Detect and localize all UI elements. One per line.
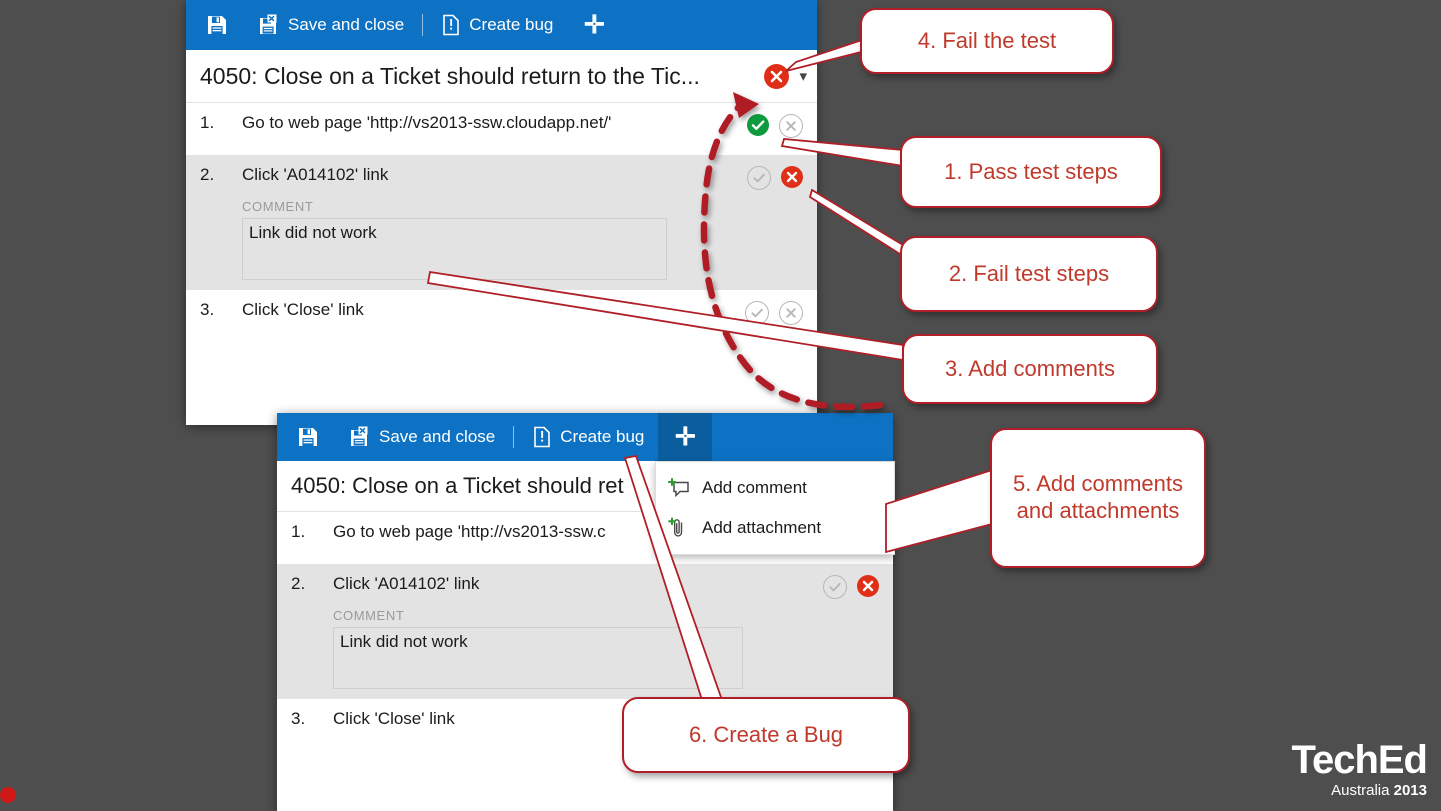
step-number: 2. bbox=[291, 574, 306, 593]
brand-subtitle: Australia 2013 bbox=[1291, 780, 1427, 801]
comment-label: COMMENT bbox=[242, 199, 314, 214]
floppy-close-icon bbox=[349, 426, 371, 448]
callout-text: 1. Pass test steps bbox=[944, 158, 1118, 184]
step-number: 1. bbox=[291, 522, 306, 541]
comment-input[interactable]: Link did not work bbox=[242, 218, 667, 280]
callout-text: 3. Add comments bbox=[945, 355, 1115, 381]
add-dropdown-menu: Add comment Add attachment bbox=[655, 461, 895, 555]
test-step-row[interactable]: 2. Click 'A014102' link COMMENT Link did… bbox=[186, 155, 817, 290]
test-step-row[interactable]: 1. Go to web page 'http://vs2013-ssw.clo… bbox=[186, 103, 817, 155]
leader-line-callout-2 bbox=[808, 188, 904, 258]
save-and-close-label: Save and close bbox=[379, 427, 496, 446]
steps-list-empty-area bbox=[186, 342, 817, 392]
add-comment-icon bbox=[667, 477, 690, 499]
leader-line-callout-5 bbox=[885, 468, 993, 554]
bug-document-icon bbox=[441, 14, 461, 36]
save-button[interactable] bbox=[277, 413, 335, 461]
create-bug-button[interactable]: Create bug bbox=[427, 0, 567, 50]
callout-text: 2. Fail test steps bbox=[948, 260, 1110, 286]
callout-fail-the-test: 4. Fail the test bbox=[860, 8, 1114, 74]
test-step-row[interactable]: 2. Click 'A014102' link COMMENT Link did… bbox=[277, 564, 893, 699]
page-title: 4050: Close on a Ticket should ret bbox=[291, 473, 624, 498]
test-runner-window-2: Save and close Create bug ✛ 4050: Close … bbox=[277, 413, 895, 811]
menu-item-add-comment[interactable]: Add comment bbox=[656, 468, 894, 508]
floppy-disk-icon bbox=[297, 426, 319, 448]
bug-document-icon bbox=[532, 426, 552, 448]
brand-name: TechEd bbox=[1291, 738, 1428, 782]
pass-step-button[interactable] bbox=[745, 301, 769, 325]
step-text: Go to web page 'http://vs2013-ssw.c bbox=[333, 522, 606, 541]
page-title: 4050: Close on a Ticket should return to… bbox=[200, 62, 700, 89]
step-number: 3. bbox=[291, 709, 306, 728]
step-text: Go to web page 'http://vs2013-ssw.clouda… bbox=[242, 113, 612, 132]
corner-red-dot bbox=[0, 787, 16, 803]
test-step-row[interactable]: 1. Go to web page 'http://vs2013-ssw.c bbox=[277, 512, 893, 564]
add-attachment-icon bbox=[668, 517, 690, 539]
callout-create-a-bug: 6. Create a Bug bbox=[622, 697, 910, 773]
brand-location: Australia bbox=[1331, 782, 1390, 799]
callout-add-comments-and-attachments: 5. Add comments and attachments bbox=[990, 428, 1206, 568]
floppy-disk-icon bbox=[206, 14, 228, 36]
save-button[interactable] bbox=[186, 0, 244, 50]
toolbar-separator bbox=[513, 426, 515, 448]
window1-toolbar: Save and close Create bug ✛ bbox=[186, 0, 817, 50]
test-runner-window-1: Save and close Create bug ✛ 4050: Close … bbox=[186, 0, 817, 425]
window2-toolbar: Save and close Create bug ✛ bbox=[277, 413, 893, 461]
add-menu-button[interactable]: ✛ bbox=[583, 11, 605, 39]
fail-step-button[interactable] bbox=[857, 575, 879, 597]
create-bug-label: Create bug bbox=[469, 15, 554, 34]
title-status-icons: ▾ bbox=[764, 63, 817, 89]
brand-year: 2013 bbox=[1393, 782, 1427, 799]
toolbar-separator bbox=[422, 14, 424, 36]
create-bug-label: Create bug bbox=[560, 427, 645, 446]
menu-item-add-attachment[interactable]: Add attachment bbox=[656, 508, 894, 548]
create-bug-button[interactable]: Create bug bbox=[518, 413, 658, 461]
step-number: 3. bbox=[200, 300, 215, 319]
menu-item-label: Add attachment bbox=[702, 518, 822, 537]
fail-step-button[interactable] bbox=[779, 301, 803, 325]
step-number: 2. bbox=[200, 165, 215, 184]
save-and-close-button[interactable]: Save and close bbox=[335, 413, 509, 461]
step-text: Click 'A014102' link bbox=[242, 165, 389, 184]
fail-step-button[interactable] bbox=[781, 166, 803, 188]
save-and-close-button[interactable]: Save and close bbox=[244, 0, 418, 50]
callout-text: 6. Create a Bug bbox=[688, 721, 844, 747]
callout-add-comments: 3. Add comments bbox=[902, 334, 1158, 404]
floppy-close-icon bbox=[258, 14, 280, 36]
callout-text: 5. Add comments and attachments bbox=[1013, 471, 1183, 523]
window1-test-title-row: 4050: Close on a Ticket should return to… bbox=[186, 50, 817, 103]
step-text: Click 'Close' link bbox=[242, 300, 364, 319]
pass-step-button[interactable] bbox=[747, 166, 771, 190]
test-step-row[interactable]: 3. Click 'Close' link bbox=[277, 699, 893, 751]
fail-step-button[interactable] bbox=[779, 114, 803, 138]
callout-text: 4. Fail the test bbox=[917, 27, 1057, 53]
comment-input[interactable]: Link did not work bbox=[333, 627, 743, 689]
save-and-close-label: Save and close bbox=[288, 15, 405, 34]
pass-step-button[interactable] bbox=[823, 575, 847, 599]
status-badge-fail[interactable] bbox=[764, 63, 790, 89]
chevron-down-icon[interactable]: ▾ bbox=[799, 68, 807, 85]
step-number: 1. bbox=[200, 113, 215, 132]
teched-logo: TechEd Australia 2013 bbox=[1291, 738, 1428, 801]
step-text: Click 'A014102' link bbox=[333, 574, 480, 593]
comment-label: COMMENT bbox=[333, 608, 405, 623]
test-step-row[interactable]: 3. Click 'Close' link bbox=[186, 290, 817, 342]
add-menu-button[interactable]: ✛ bbox=[658, 413, 713, 461]
callout-pass-test-steps: 1. Pass test steps bbox=[900, 136, 1162, 208]
pass-step-button[interactable] bbox=[747, 114, 769, 136]
step-text: Click 'Close' link bbox=[333, 709, 455, 728]
menu-item-label: Add comment bbox=[702, 478, 807, 497]
callout-fail-test-steps: 2. Fail test steps bbox=[900, 236, 1158, 312]
